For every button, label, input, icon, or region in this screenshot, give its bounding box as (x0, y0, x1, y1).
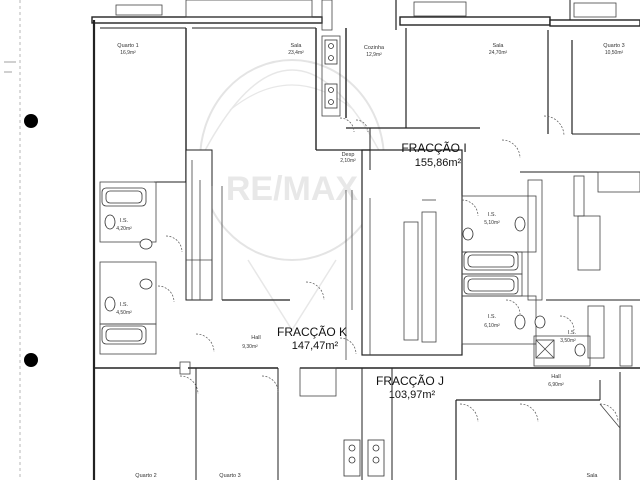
room-area-quarto-1: 16,9m² (120, 50, 136, 56)
room-labels: Quarto 1 16,9m² Sala 23,4m² Cozinha 12,9… (116, 43, 624, 479)
fraction-j-area: 103,97m² (389, 389, 436, 401)
room-area-is-left-top: 4,20m² (116, 226, 132, 232)
fraction-i-name: FRACÇÃO I (401, 141, 466, 155)
fraction-i-area: 155,86m² (415, 157, 462, 169)
kitchen-hob (324, 39, 338, 109)
basin (462, 227, 474, 241)
toilet (574, 343, 586, 357)
room-label-hall-k: Hall (251, 335, 260, 341)
room-area-sala-left: 23,4m² (288, 50, 304, 56)
room-area-quarto-3-right: 10,50m² (605, 50, 624, 56)
basin (139, 278, 153, 290)
fixtures (101, 39, 586, 477)
room-label-sala-left: Sala (290, 43, 302, 49)
punch-hole-top (24, 114, 38, 128)
room-area-is-small: 3,50m² (560, 338, 576, 344)
room-label-quarto-3-bottom: Quarto 3 (219, 473, 240, 479)
room-label-is-left-bottom: I.S. (120, 302, 129, 308)
room-area-hall-k: 9,30m² (242, 344, 258, 350)
room-label-quarto-2: Quarto 2 (135, 473, 156, 479)
room-area-cozinha: 12,9m² (366, 52, 382, 58)
room-area-is-mid-top: 5,10m² (484, 220, 500, 226)
toilet (514, 216, 526, 232)
toilet (514, 314, 526, 330)
fraction-labels: FRACÇÃO I 155,86m² FRACÇÃO K 147,47m² FR… (277, 141, 467, 401)
fraction-k-area: 147,47m² (292, 340, 339, 352)
door-swings (157, 115, 619, 423)
toilet (104, 214, 116, 230)
kitchen-hob-bottom (343, 439, 385, 477)
room-area-desp: 2,10m² (340, 158, 356, 164)
room-label-is-mid-top: I.S. (488, 212, 497, 218)
room-label-is-left-top: I.S. (120, 218, 129, 224)
fraction-j-name: FRACÇÃO J (376, 374, 444, 388)
room-label-sala-mid: Sala (492, 43, 504, 49)
room-label-is-small: I.S. (568, 330, 577, 336)
fraction-k-name: FRACÇÃO K (277, 325, 347, 339)
watermark-text: RE/MAX (226, 170, 359, 208)
room-label-is-mid-bottom: I.S. (488, 314, 497, 320)
walls (91, 0, 640, 480)
punch-hole-bottom (24, 353, 38, 367)
room-label-desp: Desp (342, 152, 355, 158)
room-area-is-left-bottom: 4,50m² (116, 310, 132, 316)
room-label-quarto-1: Quarto 1 (117, 43, 138, 49)
room-label-cozinha: Cozinha (364, 45, 385, 51)
basin (139, 238, 153, 250)
basin (534, 315, 546, 329)
room-label-sala-bottom: Sala (586, 473, 598, 479)
room-area-sala-mid: 24,70m² (489, 50, 508, 56)
room-area-is-mid-bottom: 6,10m² (484, 323, 500, 329)
toilet (104, 296, 116, 312)
room-label-hall-j: Hall (551, 374, 560, 380)
room-area-hall-j: 6,90m² (548, 382, 564, 388)
room-label-quarto-3-right: Quarto 3 (603, 43, 624, 49)
